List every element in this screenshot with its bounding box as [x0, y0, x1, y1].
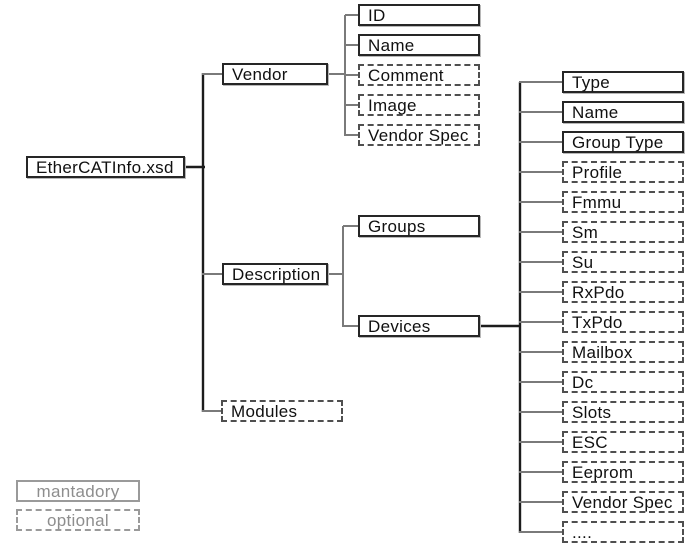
- node-groups: Groups: [358, 215, 480, 237]
- node-root: EtherCATInfo.xsd: [26, 156, 185, 178]
- node-vendor-name: Name: [358, 34, 480, 56]
- node-device-more: ....: [562, 521, 684, 543]
- node-device-mailbox: Mailbox: [562, 341, 684, 363]
- node-description: Description: [222, 263, 328, 285]
- legend-mandatory-box: mantadory: [16, 480, 140, 502]
- node-device-profile: Profile: [562, 161, 684, 183]
- node-device-type: Type: [562, 71, 684, 93]
- node-device-sm: Sm: [562, 221, 684, 243]
- node-vendor-vendor-spec: Vendor Spec: [358, 124, 480, 146]
- node-device-su: Su: [562, 251, 684, 273]
- node-device-eeprom: Eeprom: [562, 461, 684, 483]
- node-device-esc: ESC: [562, 431, 684, 453]
- node-vendor-comment: Comment: [358, 64, 480, 86]
- node-device-rxpdo: RxPdo: [562, 281, 684, 303]
- node-device-fmmu: Fmmu: [562, 191, 684, 213]
- node-vendor-image: Image: [358, 94, 480, 116]
- node-device-dc: Dc: [562, 371, 684, 393]
- node-device-txpdo: TxPdo: [562, 311, 684, 333]
- node-vendor: Vendor: [222, 63, 328, 85]
- node-device-vendor-spec: Vendor Spec: [562, 491, 684, 513]
- node-vendor-id: ID: [358, 4, 480, 26]
- legend-optional-box: optional: [16, 509, 140, 531]
- node-modules: Modules: [221, 400, 343, 422]
- node-device-slots: Slots: [562, 401, 684, 423]
- node-device-name: Name: [562, 101, 684, 123]
- node-device-group-type: Group Type: [562, 131, 684, 153]
- node-devices: Devices: [358, 315, 480, 337]
